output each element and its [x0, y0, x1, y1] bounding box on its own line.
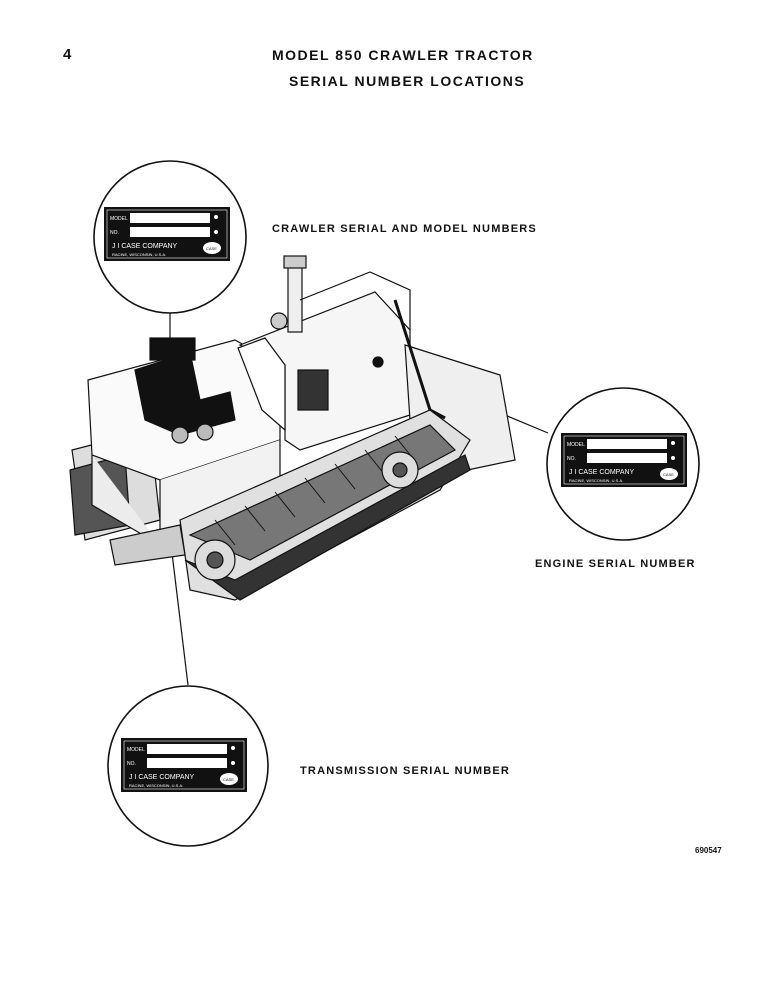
figure-id: 690547 [695, 846, 722, 855]
engine-plate-badge: CASE [663, 472, 674, 477]
crawler-plate-company: J I CASE COMPANY [112, 243, 178, 250]
crawler-plate-model-label: MODEL [110, 216, 128, 222]
crawler-plate-location: RACINE, WISCONSIN, U.S.A. [112, 252, 166, 257]
page-number: 4 [63, 46, 73, 63]
transmission-plate-no-label: NO. [127, 761, 136, 767]
crawler-plate-callout: MODEL NO. J I CASE COMPANY RACINE, WISCO… [93, 160, 247, 314]
transmission-serial-label: TRANSMISSION SERIAL NUMBER [300, 765, 511, 777]
engine-plate-model-label: MODEL [567, 442, 585, 448]
tractor-drawing [69, 255, 516, 601]
crawler-serial-label: CRAWLER SERIAL AND MODEL NUMBERS [272, 223, 537, 235]
engine-plate-company: J I CASE COMPANY [569, 469, 635, 476]
engine-serial-label: ENGINE SERIAL NUMBER [535, 558, 696, 570]
transmission-plate-location: RACINE, WISCONSIN, U.S.A. [129, 783, 183, 788]
transmission-plate-badge: CASE [223, 777, 234, 782]
transmission-plate-company: J I CASE COMPANY [129, 774, 195, 781]
page-subtitle: SERIAL NUMBER LOCATIONS [289, 73, 526, 89]
crawler-plate-no-label: NO. [110, 230, 119, 236]
transmission-plate-callout: MODEL NO. J I CASE COMPANY RACINE, WISCO… [107, 685, 269, 847]
engine-plate-location: RACINE, WISCONSIN, U.S.A. [569, 478, 623, 483]
engine-plate-callout: MODEL NO. J I CASE COMPANY RACINE, WISCO… [546, 387, 700, 541]
page-title: MODEL 850 CRAWLER TRACTOR [272, 47, 534, 63]
crawler-plate-badge: CASE [206, 246, 217, 251]
transmission-plate-model-label: MODEL [127, 747, 145, 753]
engine-plate-no-label: NO. [567, 456, 576, 462]
